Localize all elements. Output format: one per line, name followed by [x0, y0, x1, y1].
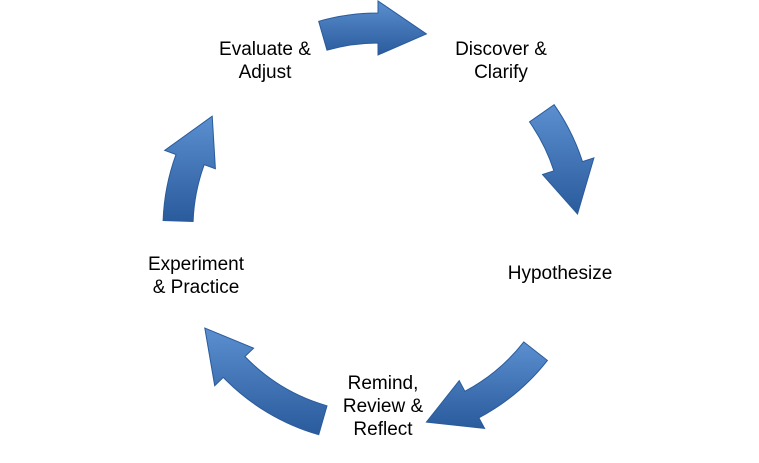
node-evaluate-adjust: Evaluate & Adjust: [200, 38, 330, 84]
arrow-discover-to-hypothesize: [528, 104, 595, 216]
node-line: Review &: [342, 396, 424, 417]
node-line: Experiment: [147, 254, 245, 275]
node-hypothesize: Hypothesize: [495, 262, 625, 285]
arrow-remind-to-experiment: [204, 327, 328, 436]
node-line: Remind,: [347, 373, 419, 394]
node-remind-review-reflect: Remind, Review & Reflect: [318, 372, 448, 441]
node-line: Reflect: [353, 419, 413, 440]
node-line: Hypothesize: [507, 263, 613, 284]
node-line: Adjust: [238, 62, 292, 83]
node-line: Discover &: [455, 39, 547, 60]
node-discover-clarify: Discover & Clarify: [436, 38, 566, 84]
node-experiment-practice: Experiment & Practice: [131, 253, 261, 299]
node-line: Evaluate &: [219, 39, 311, 60]
node-line: Clarify: [474, 62, 528, 83]
node-line: & Practice: [152, 277, 240, 298]
arrow-experiment-to-evaluate: [162, 115, 216, 223]
arrow-evaluate-to-discover: [318, 0, 428, 56]
arrow-hypothesize-to-remind: [425, 341, 549, 429]
